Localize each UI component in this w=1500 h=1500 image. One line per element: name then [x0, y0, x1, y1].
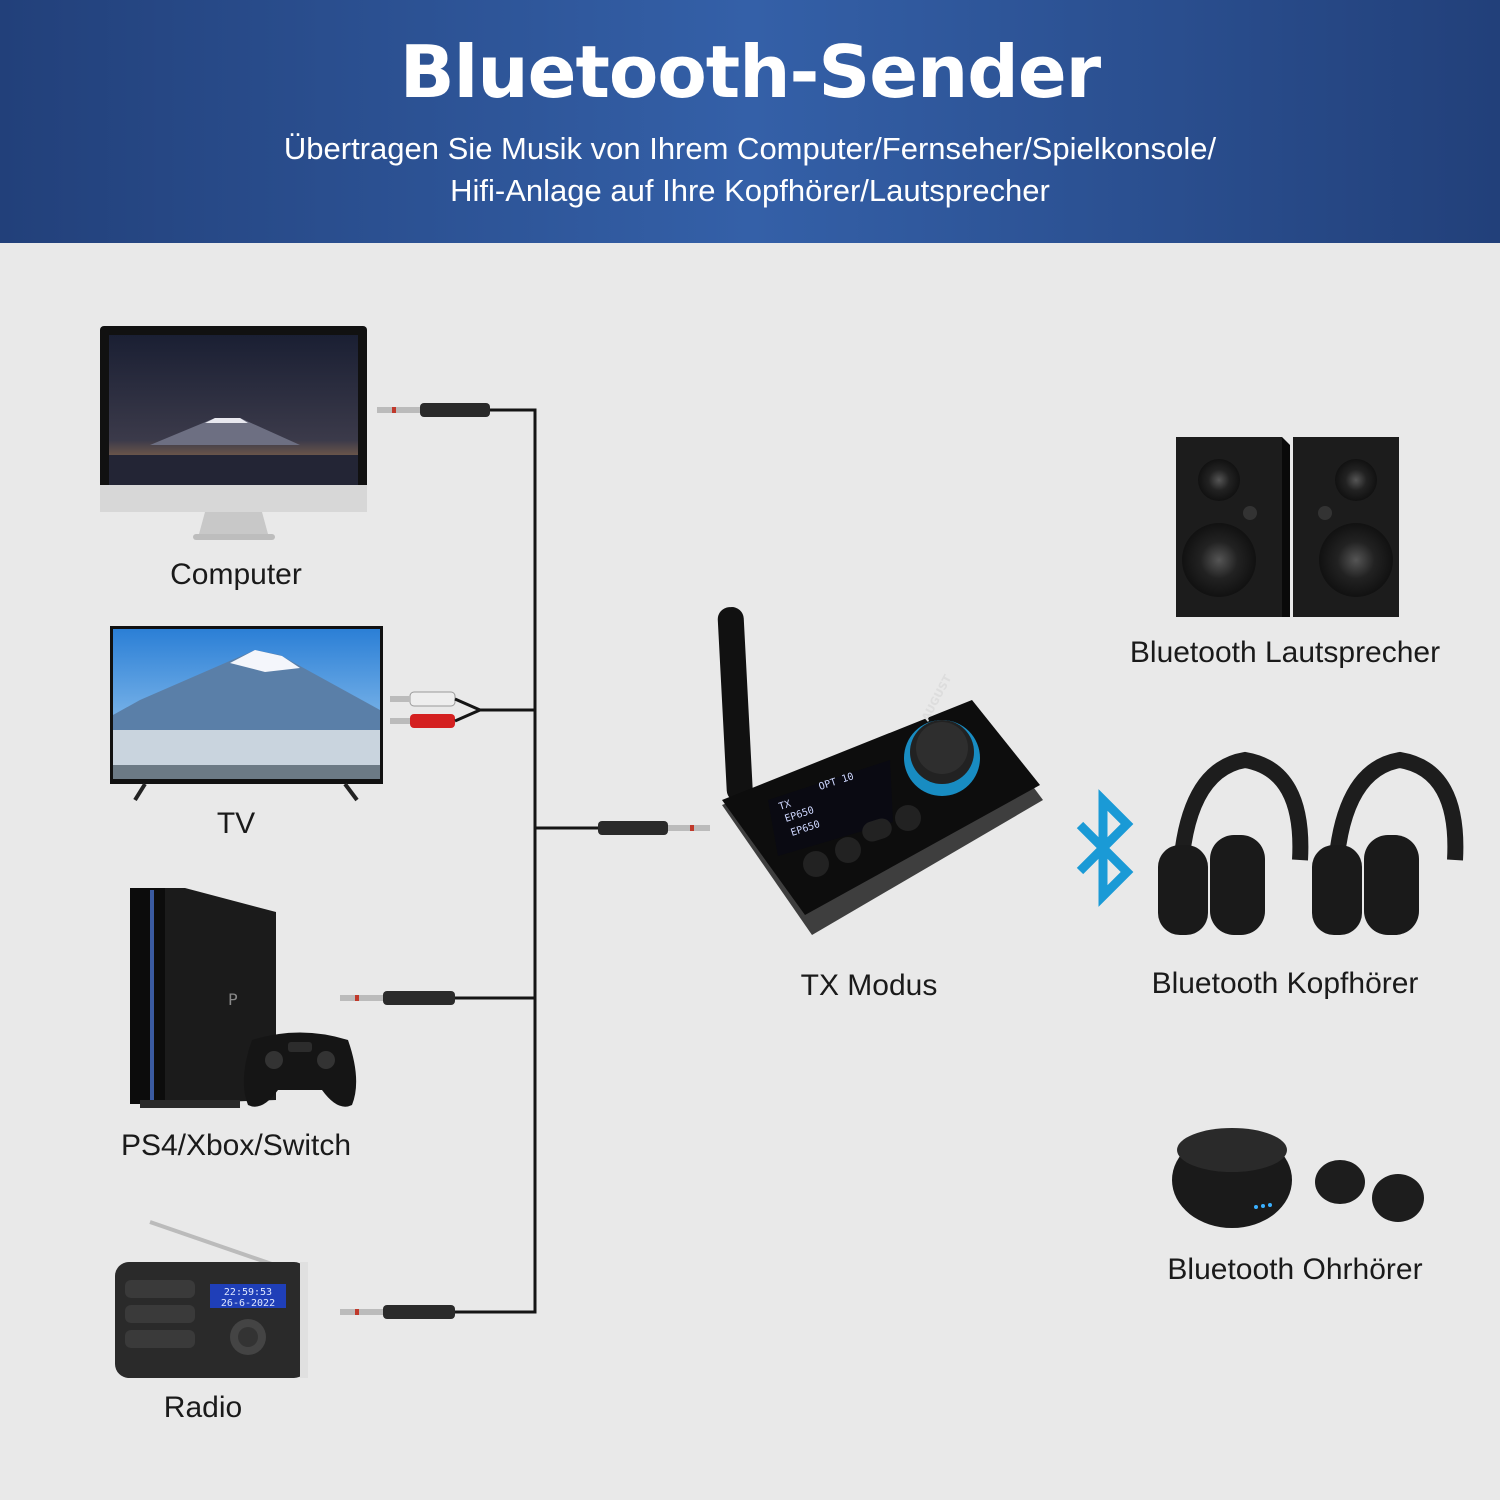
page-title: Bluetooth-Sender — [399, 30, 1101, 114]
reset-button — [895, 805, 921, 831]
connection-diagram: P 22:59:53 26-6-2022 — [100, 326, 1464, 1378]
device-screen-mode: TX — [778, 799, 793, 813]
aux-plug-transmitter — [598, 821, 710, 835]
bluetooth-icon — [1076, 789, 1134, 907]
label-speakers: Bluetooth Lautsprecher — [1129, 636, 1441, 669]
audio-cables — [455, 408, 598, 1314]
subtitle-line-2: Hifi-Anlage auf Ihre Kopfhörer/Lautsprec… — [450, 173, 1050, 208]
subtitle-line-1: Übertragen Sie Musik von Ihrem Computer/… — [283, 131, 1217, 166]
computer-monitor-icon — [100, 326, 367, 540]
switch-button — [862, 818, 892, 842]
speakers-icon — [1176, 437, 1399, 617]
aux-plug-radio — [340, 1305, 455, 1319]
label-earbuds: Bluetooth Ohrhörer — [1167, 1253, 1423, 1286]
label-console: PS4/Xbox/Switch — [120, 1129, 352, 1162]
power-button — [803, 851, 829, 877]
label-transmitter-mode: TX Modus — [800, 969, 938, 1002]
headphone-earcups — [1158, 835, 1419, 935]
headphones-icon — [1172, 751, 1464, 881]
aux-plug-console — [340, 991, 455, 1005]
bluetooth-button — [835, 837, 861, 863]
rca-plugs-tv — [390, 691, 484, 728]
gamepad-icon — [243, 1032, 357, 1107]
svg-text:P: P — [228, 990, 238, 1009]
tv-icon — [110, 626, 383, 802]
bluetooth-transmitter-device: TX OPT 10 EP650 EP650 AUGUST — [717, 607, 1043, 935]
radio-icon: 22:59:53 26-6-2022 — [115, 1220, 308, 1378]
label-radio: Radio — [163, 1391, 243, 1424]
radio-date: 26-6-2022 — [221, 1298, 275, 1309]
page-subtitle: Übertragen Sie Musik von Ihrem Computer/… — [0, 128, 1500, 212]
aux-plug-computer — [377, 403, 490, 417]
label-computer: Computer — [170, 558, 302, 591]
radio-time: 22:59:53 — [224, 1287, 272, 1298]
label-tv: TV — [216, 807, 256, 840]
label-headphones: Bluetooth Kopfhörer — [1151, 967, 1419, 1000]
game-console-icon: P — [130, 888, 276, 1108]
header-banner: Bluetooth-Sender Übertragen Sie Musik vo… — [0, 0, 1500, 243]
earbuds-icon — [1172, 1128, 1424, 1228]
